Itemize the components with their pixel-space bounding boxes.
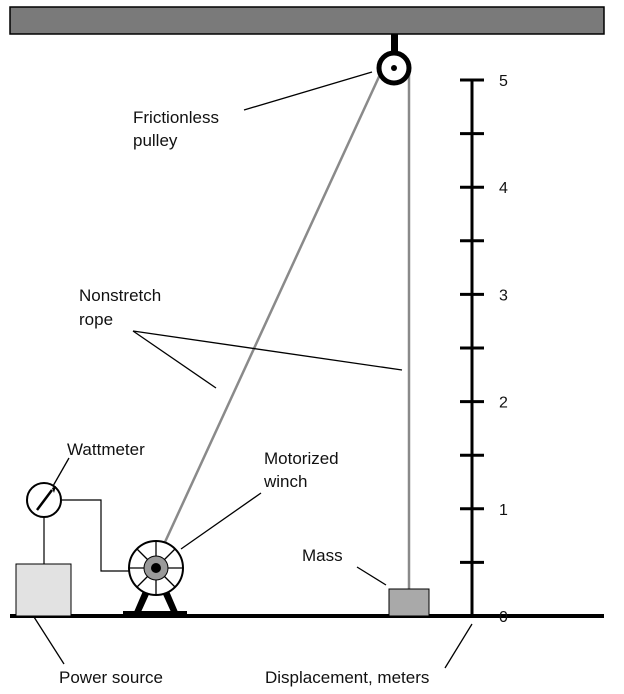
scale-tick-label: 3 xyxy=(499,287,508,304)
leader-rope-vertical xyxy=(132,330,403,371)
pulley-mount xyxy=(391,34,398,54)
leader-rope-diagonal xyxy=(132,330,217,389)
motorized-winch xyxy=(123,540,187,616)
scale-tick-label: 2 xyxy=(499,395,508,412)
leader-pulley xyxy=(243,71,373,111)
leader-displacement xyxy=(444,623,473,669)
label-winch: Motorized winch xyxy=(263,449,343,491)
leader-power-source xyxy=(33,616,65,665)
label-rope: Nonstretch rope xyxy=(79,286,166,329)
scale-tick-label: 4 xyxy=(499,180,508,197)
scale-tick-label: 1 xyxy=(499,502,508,519)
label-displacement: Displacement, meters xyxy=(265,668,429,687)
label-pulley: Frictionless pulley xyxy=(133,108,224,150)
label-mass: Mass xyxy=(302,546,343,565)
leader-mass xyxy=(356,566,387,586)
wattmeter-gauge xyxy=(26,482,62,518)
wire-wattmeter-to-winch xyxy=(62,499,146,572)
rope-diagonal xyxy=(152,67,385,567)
leader-winch xyxy=(180,492,262,550)
power-source-box xyxy=(15,563,72,617)
label-power-source: Power source xyxy=(59,668,163,687)
scale-tick-label: 0 xyxy=(499,609,508,626)
frictionless-pulley xyxy=(376,50,412,86)
displacement-scale: 0 1 2 3 4 5 xyxy=(460,73,508,626)
leader-wattmeter xyxy=(52,457,70,487)
scale-tick-label: 5 xyxy=(499,73,508,90)
ceiling-beam xyxy=(9,6,605,35)
winch-stand xyxy=(134,570,178,612)
label-wattmeter: Wattmeter xyxy=(67,440,145,459)
mass-block xyxy=(388,588,430,617)
